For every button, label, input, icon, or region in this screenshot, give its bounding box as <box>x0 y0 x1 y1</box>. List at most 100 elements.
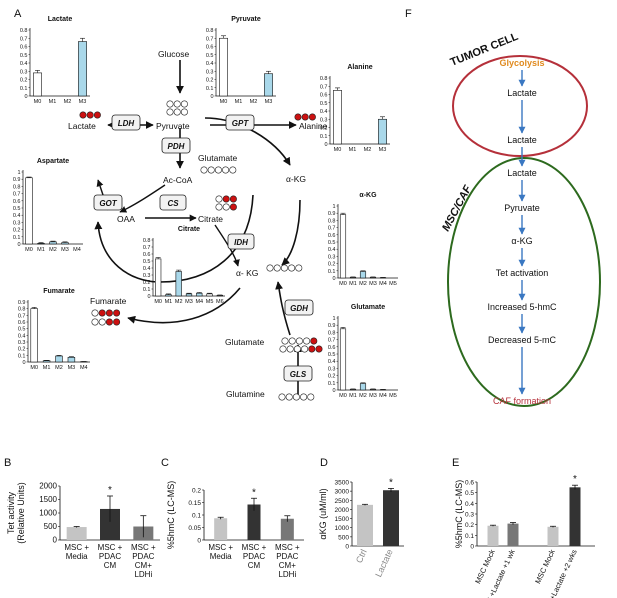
y-tick-label: 0.4 <box>18 333 26 339</box>
y-tick-label: 0.6 <box>465 480 474 487</box>
x-tick-label: M2 <box>175 299 183 305</box>
arrow-pyruvate-akg <box>204 117 291 166</box>
x-tick-label: M1 <box>37 247 45 253</box>
carbon-atom <box>222 166 230 174</box>
bar-fumarate-M1 <box>42 360 51 363</box>
x-tick-label: M0 <box>334 147 342 153</box>
bar-lactate-M0 <box>33 72 42 97</box>
bar-akg-M2 <box>359 271 367 279</box>
y-tick-label: 0.5 <box>13 206 21 212</box>
carbon-atom <box>285 393 293 401</box>
y-tick-label: 0.4 <box>328 359 336 365</box>
x-tick-label: M0 <box>25 247 33 253</box>
lactate-carbons <box>79 111 101 119</box>
mini-chart-title: Citrate <box>178 226 200 233</box>
y-tick-label: 2000 <box>39 482 57 491</box>
carbon-atom <box>222 203 230 211</box>
y-tick-label: 0.5 <box>320 101 328 107</box>
node-alanine: Alanine <box>299 121 328 131</box>
enzyme-gls: GLS <box>283 365 313 382</box>
carbon-atom <box>180 100 188 108</box>
x-tick-label: Lactate <box>373 548 395 579</box>
y-tick-label: 0.3 <box>206 69 214 75</box>
bar-D-1 <box>383 490 399 546</box>
y-tick-label: 0.2 <box>320 126 328 132</box>
x-tick-label: M3 <box>79 99 87 105</box>
carbon-atom <box>279 345 287 353</box>
y-tick-label: 0.8 <box>328 218 336 224</box>
y-tick-label: 0.8 <box>143 238 151 244</box>
carbon-atom <box>303 337 311 345</box>
y-tick-label: 0.2 <box>18 347 26 353</box>
x-tick-label: M2 <box>64 99 72 105</box>
carbon-atom <box>273 264 281 272</box>
bar-charts: Tet activity(Relative Units)050010001500… <box>6 474 595 598</box>
y-tick-label: 0.2 <box>328 374 336 380</box>
y-tick-label: 0.3 <box>320 117 328 123</box>
fumarate-carbons-2 <box>91 318 121 326</box>
carbon-atom <box>207 166 215 174</box>
node-glucose: Glucose <box>158 49 189 59</box>
y-tick-label: 0.1 <box>465 533 474 540</box>
y-tick-label: 0.4 <box>13 213 21 219</box>
carbon-atom <box>295 264 303 272</box>
y-tick-label: 0.3 <box>18 340 26 346</box>
y-tick-label: 0.8 <box>20 28 28 34</box>
x-tick-label: M0 <box>30 365 38 371</box>
carbon-atom <box>166 100 174 108</box>
y-tick-label: 0.7 <box>320 84 328 90</box>
cycle-arrow-akg-fumarate <box>127 287 241 324</box>
glucose-carbons-1 <box>166 100 188 108</box>
bar-akg-M0 <box>339 214 347 279</box>
carbon-atom <box>229 203 237 211</box>
y-tick-label: 0.1 <box>192 513 201 520</box>
y-tick-label: 0.1 <box>18 353 26 359</box>
y-axis-label: %5hmC (LC-MS) <box>166 481 176 550</box>
y-tick-label: 0.7 <box>328 338 336 344</box>
bar-chart-D: αKG (uM/ml)0500100015002000250030003500C… <box>318 477 404 579</box>
x-tick-label: M4 <box>80 365 88 371</box>
node-pyruvate: Pyruvate <box>156 121 190 131</box>
y-tick-label: 0.5 <box>328 240 336 246</box>
y-tick-label: 0.2 <box>206 78 214 84</box>
x-tick-label: PDAC <box>276 552 298 561</box>
y-tick-label: 0 <box>332 276 335 282</box>
y-tick-label: 0.6 <box>20 45 28 51</box>
y-tick-label: 0.3 <box>465 512 474 519</box>
y-tick-label: 0.5 <box>465 490 474 497</box>
citrate-carbons-2 <box>215 203 237 211</box>
y-tick-label: 0.2 <box>20 78 28 84</box>
y-tick-label: 0.8 <box>13 184 21 190</box>
bar-alanine-M0 <box>333 90 342 145</box>
bar-citrate-M0 <box>155 258 162 297</box>
bar-chart-B: Tet activity(Relative Units)050010001500… <box>6 482 160 579</box>
carbon-atom <box>286 345 294 353</box>
x-tick-label: M3 <box>379 147 387 153</box>
y-tick-label: 1000 <box>39 509 57 518</box>
bar-aspartate-M3 <box>61 242 69 245</box>
y-tick-label: 0.6 <box>13 199 21 205</box>
x-tick-label: M2 <box>359 393 367 399</box>
significance-star: * <box>389 477 393 488</box>
carbon-atom <box>214 166 222 174</box>
y-tick-label: 0.5 <box>328 352 336 358</box>
x-tick-label: M3 <box>61 247 69 253</box>
enzyme-cs: CS <box>159 194 187 211</box>
x-tick-label: MSC + <box>64 543 89 552</box>
y-tick-label: 0.6 <box>143 252 151 258</box>
carbon-atom <box>200 166 208 174</box>
y-tick-label: 0.3 <box>13 220 21 226</box>
y-tick-label: 3500 <box>335 480 350 487</box>
carbon-atom <box>86 111 94 119</box>
carbon-atom <box>229 166 237 174</box>
x-tick-label: M0 <box>34 99 42 105</box>
x-tick-label: M2 <box>364 147 372 153</box>
glutamate-bottom-carbons-1 <box>281 337 318 345</box>
svg-text:PDH: PDH <box>168 142 185 151</box>
carbon-atom <box>315 345 323 353</box>
carbon-atom <box>105 318 113 326</box>
carbon-atom <box>310 337 318 345</box>
carbon-atom <box>215 203 223 211</box>
